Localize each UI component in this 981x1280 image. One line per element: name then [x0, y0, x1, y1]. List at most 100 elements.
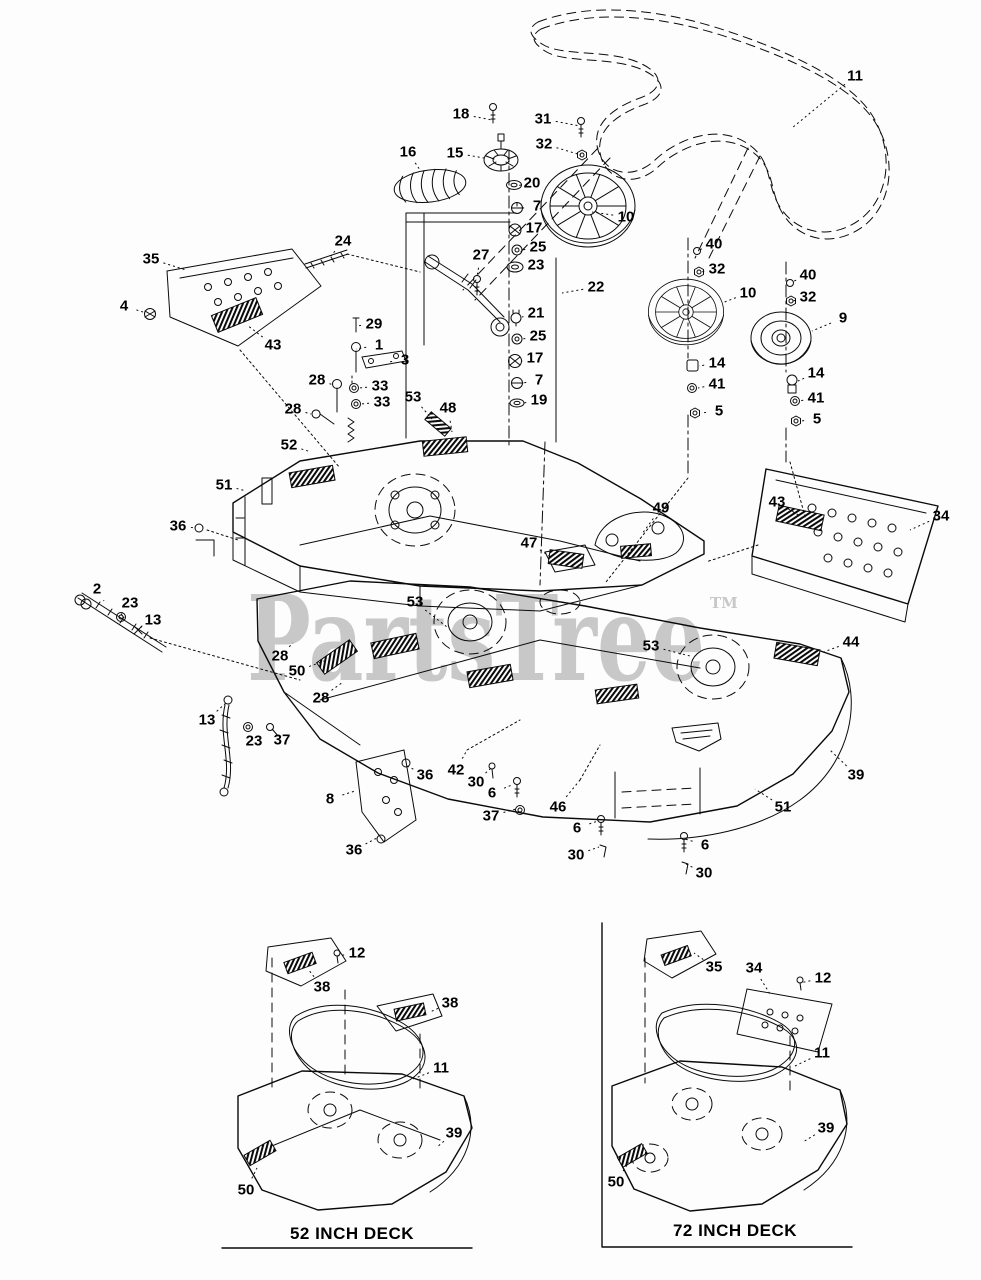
leader-line-24 — [330, 250, 336, 257]
callout-30: 30 — [696, 865, 713, 882]
callout-37: 37 — [483, 808, 500, 825]
callout-35: 35 — [706, 959, 723, 976]
leader-line-8 — [342, 790, 356, 796]
callout-43: 43 — [769, 494, 786, 511]
callout-7: 7 — [535, 372, 543, 389]
hardware-right-pulleys — [686, 237, 801, 476]
callout-23: 23 — [246, 733, 263, 750]
callout-50: 50 — [238, 1182, 255, 1199]
deflector-35 — [144, 248, 421, 469]
leader-line-13 — [216, 702, 227, 712]
callout-33: 33 — [372, 378, 389, 395]
callout-6: 6 — [488, 785, 496, 802]
callout-11: 11 — [847, 68, 863, 85]
callout-18: 18 — [453, 106, 470, 123]
leader-line-36 — [406, 765, 414, 770]
leader-line-43 — [787, 508, 801, 517]
leader-line-25 — [521, 248, 526, 251]
callout-1: 1 — [375, 337, 383, 354]
leader-line-22 — [561, 288, 584, 294]
callout-38: 38 — [314, 979, 331, 996]
leader-line-30 — [485, 767, 492, 774]
callout-5: 5 — [813, 411, 821, 428]
callout-43: 43 — [265, 337, 282, 354]
callout-25: 25 — [530, 328, 547, 345]
callout-17: 17 — [526, 220, 543, 237]
callout-25: 25 — [530, 239, 547, 256]
callout-24: 24 — [335, 233, 352, 250]
subdiagram-52-deck: 52 INCH DECK — [221, 937, 473, 1249]
leader-line-50 — [622, 1161, 630, 1172]
leader-line-29 — [355, 324, 362, 327]
callout-41: 41 — [709, 376, 726, 393]
leader-line-36 — [190, 526, 197, 529]
leader-line-6 — [684, 838, 693, 842]
leader-line-30 — [588, 846, 600, 852]
leader-line-4 — [136, 309, 144, 313]
leader-line-38 — [307, 968, 315, 978]
callout-14: 14 — [709, 355, 726, 372]
leader-line-27 — [476, 267, 480, 277]
callout-52: 52 — [281, 437, 298, 454]
callout-53: 53 — [405, 389, 422, 406]
callout-32: 32 — [536, 136, 553, 153]
callout-39: 39 — [848, 767, 865, 784]
leader-line-28 — [331, 681, 344, 691]
leader-line-35 — [693, 952, 704, 960]
leader-line-36 — [365, 837, 378, 845]
callout-34: 34 — [933, 508, 950, 525]
watermark: PartsTree TM — [247, 569, 738, 708]
callout-29: 29 — [366, 316, 383, 333]
idler-bracket-22 — [405, 212, 557, 443]
callout-6: 6 — [573, 820, 581, 837]
leader-line-46 — [565, 779, 581, 798]
callout-44: 44 — [843, 634, 860, 651]
leader-line-1 — [355, 346, 367, 350]
callout-40: 40 — [800, 267, 817, 284]
leader-line-52 — [301, 448, 312, 453]
callout-19: 19 — [531, 392, 548, 409]
callout-12: 12 — [349, 945, 366, 962]
callout-42: 42 — [448, 762, 465, 779]
rear-deck-52 — [194, 411, 705, 612]
leader-line-10 — [721, 297, 737, 304]
callout-53: 53 — [643, 638, 660, 655]
leader-line-37 — [271, 728, 274, 731]
leader-line-37 — [503, 808, 517, 813]
leader-line-18 — [473, 115, 493, 121]
callout-48: 48 — [440, 400, 457, 417]
callout-30: 30 — [468, 774, 485, 791]
roller-rod-2 — [74, 592, 301, 681]
callout-7: 7 — [533, 198, 541, 215]
callout-22: 22 — [588, 279, 605, 296]
callout-36: 36 — [346, 842, 363, 859]
callout-38: 38 — [442, 995, 459, 1012]
leader-line-47 — [539, 549, 552, 558]
label-52-inch-deck: 52 INCH DECK — [290, 1224, 414, 1243]
callout-27: 27 — [473, 247, 490, 264]
callout-23: 23 — [528, 257, 545, 274]
callout-51: 51 — [775, 799, 792, 816]
leader-line-14 — [698, 364, 705, 367]
leader-line-28 — [305, 411, 312, 415]
callout-21: 21 — [528, 305, 545, 322]
leader-line-28 — [288, 642, 294, 648]
leader-line-41 — [697, 386, 705, 389]
leader-line-6 — [503, 784, 513, 789]
leader-line-9 — [811, 322, 832, 332]
belt-11 — [462, 9, 890, 301]
label-72-inch-deck: 72 INCH DECK — [673, 1221, 797, 1240]
leader-line-50 — [251, 1167, 258, 1179]
leader-line-39 — [829, 749, 847, 767]
callout-28: 28 — [272, 648, 289, 665]
leader-line-30 — [685, 863, 693, 868]
callout-20: 20 — [524, 175, 541, 192]
callout-28: 28 — [285, 401, 302, 418]
callout-50: 50 — [289, 663, 306, 680]
callout-14: 14 — [808, 365, 825, 382]
callout-47: 47 — [521, 535, 538, 552]
leader-line-11 — [794, 1058, 811, 1067]
leader-line-35 — [163, 262, 187, 271]
callout-36: 36 — [170, 518, 187, 535]
leader-line-28 — [329, 383, 335, 386]
